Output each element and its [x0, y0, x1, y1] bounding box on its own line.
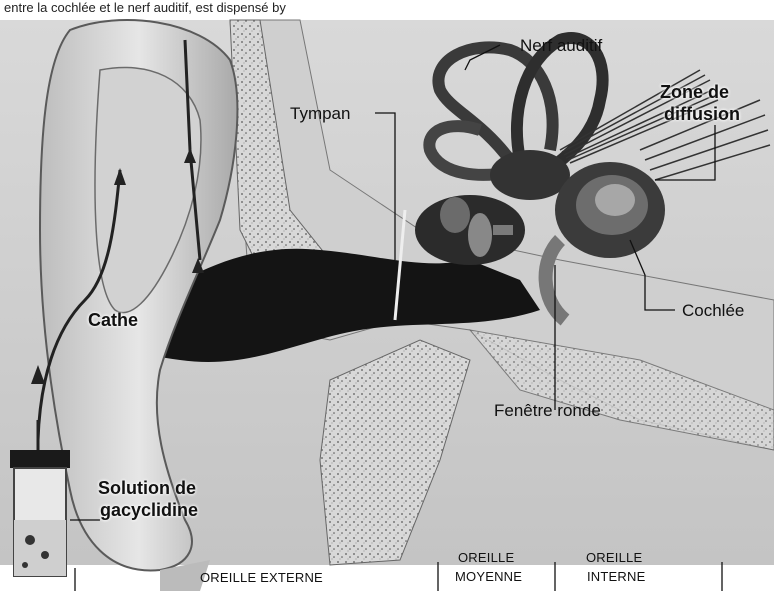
- region-oreille-interne-1: OREILLE: [586, 548, 642, 567]
- region-oreille-moyenne-2: MOYENNE: [455, 567, 522, 586]
- label-catheter: Cathe: [88, 310, 138, 331]
- top-caption: entre la cochlée et le nerf auditif, est…: [4, 0, 286, 15]
- label-solution-1: Solution de: [98, 478, 196, 499]
- label-nerf-auditif: Nerf auditif: [520, 36, 602, 56]
- label-cochlee: Cochlée: [682, 301, 744, 321]
- label-fenetre-ronde: Fenêtre ronde: [494, 401, 601, 421]
- region-oreille-moyenne-1: OREILLE: [458, 548, 514, 567]
- label-solution-2: gacyclidine: [100, 500, 198, 521]
- middle-ear-ossicles: [415, 195, 525, 265]
- region-oreille-interne-2: INTERNE: [587, 567, 645, 586]
- label-tympan: Tympan: [290, 104, 350, 124]
- region-oreille-externe: OREILLE EXTERNE: [200, 568, 323, 587]
- label-zone-diffusion-2: diffusion: [664, 104, 740, 125]
- label-zone-diffusion-1: Zone de: [660, 82, 729, 103]
